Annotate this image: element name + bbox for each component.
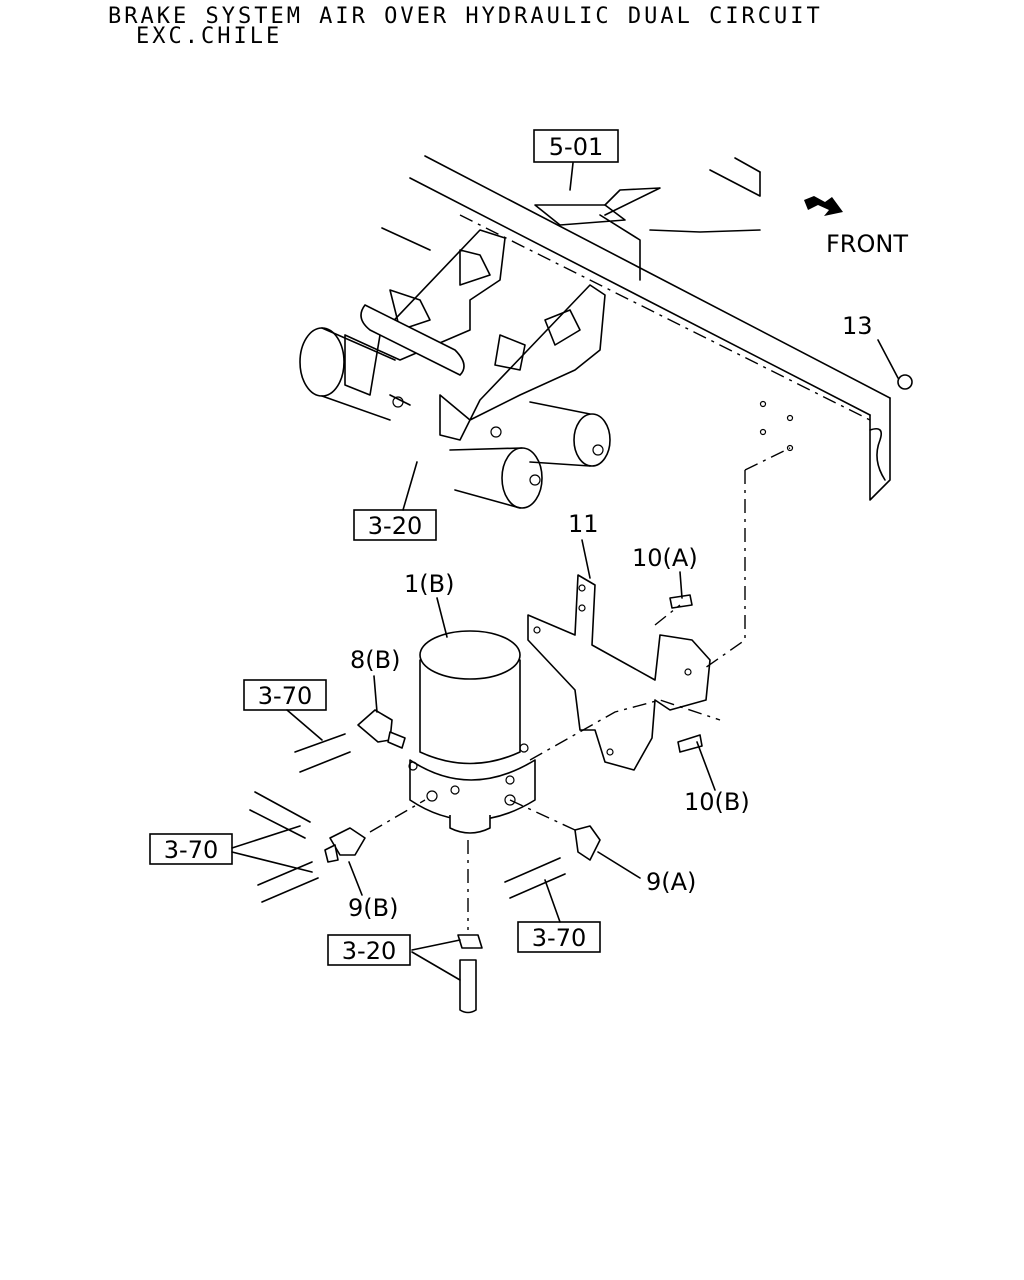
ref-5-01-label: 5-01 [549, 133, 603, 161]
frame-rail [381, 155, 891, 501]
ref-3-70-right[interactable]: 3-70 [517, 921, 601, 953]
brake-chamber-assembly [299, 229, 611, 509]
front-direction-indicator: FRONT [804, 196, 908, 258]
ref-3-70-right-label: 3-70 [532, 924, 586, 952]
ref-3-70-left-lower-label: 3-70 [164, 836, 218, 864]
assembly-lines [369, 447, 791, 930]
diagram-title: BRAKE SYSTEM AIR OVER HYDRAULIC DUAL CIR… [108, 4, 823, 29]
front-label: FRONT [826, 230, 908, 258]
air-dryer [408, 630, 536, 834]
ref-3-20-top[interactable]: 3-20 [353, 509, 437, 541]
pipes [249, 733, 566, 903]
ref-3-70-left-upper[interactable]: 3-70 [243, 679, 327, 711]
ref-5-01[interactable]: 5-01 [533, 129, 619, 163]
fittings [324, 374, 913, 1014]
front-arrow-icon [804, 196, 843, 216]
part-10b-label[interactable]: 10(B) [684, 788, 750, 816]
part-10a-label[interactable]: 10(A) [632, 544, 698, 572]
part-9b-label[interactable]: 9(B) [348, 894, 398, 922]
ref-3-70-left-lower[interactable]: 3-70 [149, 833, 233, 865]
ref-3-20-bottom-label: 3-20 [342, 937, 396, 965]
ref-3-20-bottom[interactable]: 3-20 [327, 934, 411, 966]
part-13-label[interactable]: 13 [842, 312, 873, 340]
leader-lines [231, 162, 899, 981]
ref-3-70-left-upper-label: 3-70 [258, 682, 312, 710]
part-11-label[interactable]: 11 [568, 510, 599, 538]
ref-3-20-top-label: 3-20 [368, 512, 422, 540]
diagram-subtitle: EXC.CHILE [136, 24, 283, 49]
part-8b-label[interactable]: 8(B) [350, 646, 400, 674]
part-1b-label[interactable]: 1(B) [404, 570, 454, 598]
part-9a-label[interactable]: 9(A) [646, 868, 696, 896]
